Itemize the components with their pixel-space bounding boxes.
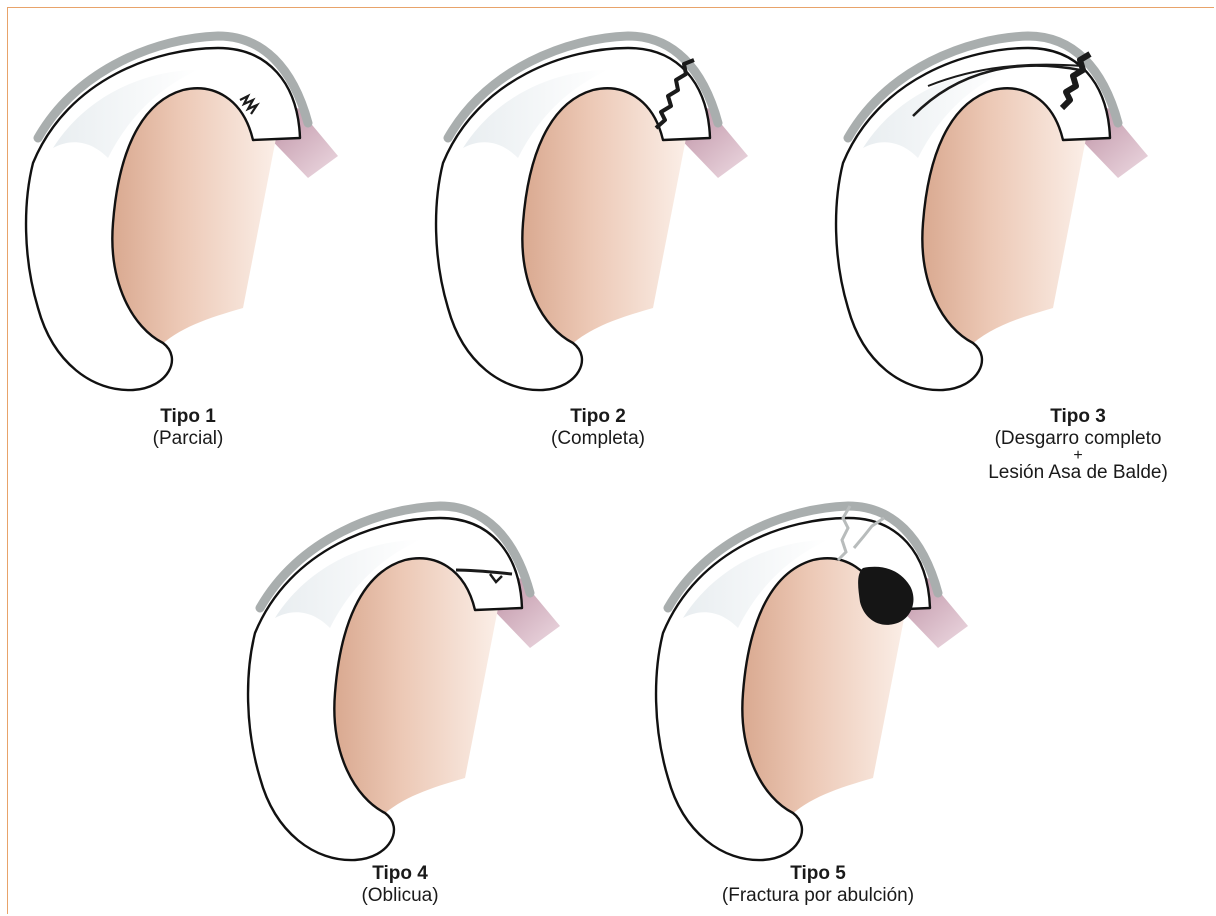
- caption-tipo-1: Tipo 1 (Parcial): [38, 406, 338, 450]
- panel-tipo-2: Tipo 2 (Completa): [418, 8, 778, 448]
- panel-subtitle-line1: (Desgarro completo: [913, 428, 1216, 450]
- caption-tipo-4: Tipo 4 (Oblicua): [250, 863, 550, 907]
- caption-tipo-3: Tipo 3 (Desgarro completo + Lesión Asa d…: [913, 406, 1216, 484]
- panel-tipo-5: Tipo 5 (Fractura por abulción): [638, 478, 1018, 908]
- panel-subtitle: (Completa): [448, 428, 748, 450]
- panel-title: Tipo 4: [250, 863, 550, 885]
- panel-tipo-4: Tipo 4 (Oblicua): [230, 478, 590, 908]
- meniscus-diagram-tipo-2: [418, 8, 778, 408]
- panel-subtitle-plus: +: [913, 450, 1216, 462]
- panel-title: Tipo 3: [913, 406, 1216, 428]
- panel-subtitle: (Parcial): [38, 428, 338, 450]
- panel-subtitle: (Oblicua): [250, 885, 550, 907]
- caption-tipo-5: Tipo 5 (Fractura por abulción): [668, 863, 968, 907]
- meniscus-diagram-tipo-5: [638, 478, 998, 878]
- panel-title: Tipo 2: [448, 406, 748, 428]
- panel-subtitle: (Fractura por abulción): [668, 885, 968, 907]
- caption-tipo-2: Tipo 2 (Completa): [448, 406, 748, 450]
- panel-tipo-3: Tipo 3 (Desgarro completo + Lesión Asa d…: [818, 8, 1216, 488]
- meniscus-diagram-tipo-4: [230, 478, 590, 878]
- panel-title: Tipo 5: [668, 863, 968, 885]
- panel-title: Tipo 1: [38, 406, 338, 428]
- meniscus-diagram-tipo-3: [818, 8, 1178, 408]
- meniscus-diagram-tipo-1: [8, 8, 368, 408]
- figure-frame: Tipo 1 (Parcial) Tipo 2 (Completa) Tipo …: [7, 7, 1214, 914]
- panel-tipo-1: Tipo 1 (Parcial): [8, 8, 368, 448]
